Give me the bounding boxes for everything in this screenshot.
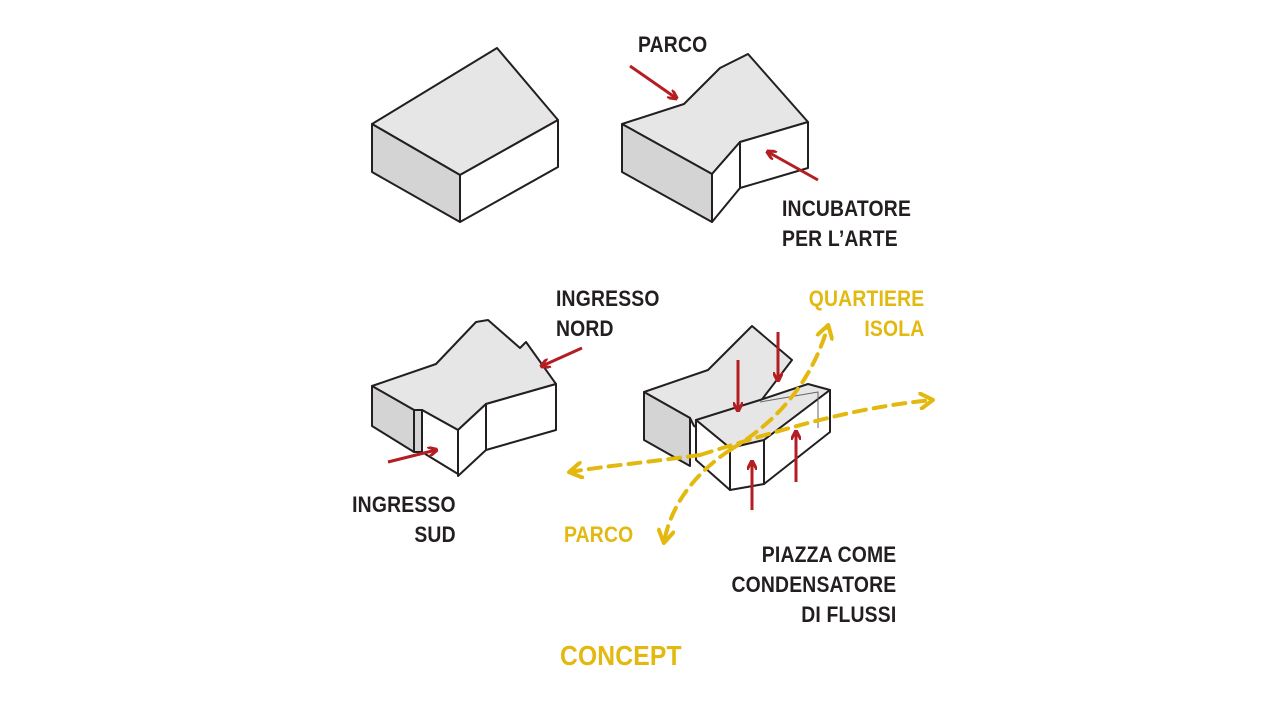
label-incubatore-line1: INCUBATORE [782,196,912,221]
label-piazza-line3: DI FLUSSI [800,602,896,627]
label-quartiere-isola: QUARTIERE ISOLA [808,284,924,344]
flow-horizontal-west [570,453,702,472]
label-piazza-line2: CONDENSATORE [731,572,896,597]
label-concept: CONCEPT [560,640,682,672]
arrow-ingresso-sud [387,450,436,464]
label-piazza-line1: PIAZZA COME [761,542,896,567]
arrow-incubatore [768,152,819,182]
label-parco-top: PARCO [638,30,707,60]
flow-horizontal-east [698,400,932,457]
flow-diagonal-north [728,326,828,452]
label-incubatore-line2: PER L’ARTE [782,226,898,251]
label-ingresso-nord: INGRESSO NORD [556,284,660,344]
arrow-ingresso-nord [542,346,583,366]
label-concept-text: CONCEPT [560,640,682,671]
label-ingresso-sud-line1: INGRESSO [352,492,456,517]
yellow-flows [570,326,932,542]
label-piazza: PIAZZA COME CONDENSATORE DI FLUSSI [731,540,896,630]
volume-stage-3 [371,319,557,477]
arrow-parco [629,64,676,98]
label-ingresso-nord-line2: NORD [556,316,614,341]
red-arrows [387,64,819,510]
volume-stage-1 [371,47,559,223]
flow-diagonal-south [664,448,732,542]
label-quartiere-line1: QUARTIERE [808,286,924,311]
label-incubatore: INCUBATORE PER L’ARTE [782,194,911,254]
label-parco-bottom: PARCO [564,520,633,550]
label-quartiere-line2: ISOLA [863,316,924,341]
label-ingresso-sud: INGRESSO SUD [352,490,456,550]
label-ingresso-sud-line2: SUD [414,522,456,547]
label-parco-top-text: PARCO [638,32,708,57]
label-ingresso-nord-line1: INGRESSO [556,286,660,311]
label-parco-bottom-text: PARCO [564,522,634,547]
